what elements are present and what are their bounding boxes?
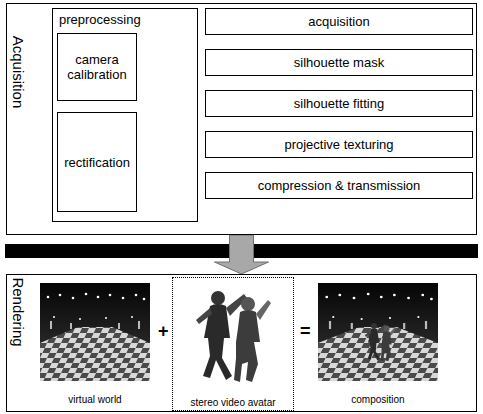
box-label: camera calibration	[62, 52, 132, 82]
process-box: acquisition	[205, 8, 473, 35]
group-panel: Acquisition preprocessing camera calibrati…	[6, 3, 477, 235]
process-box: compression & transmission	[205, 172, 473, 199]
image-caption: virtual world	[40, 394, 150, 405]
image-panel: composition	[318, 283, 438, 407]
box-label: projective texturing	[284, 137, 393, 152]
box-label: rectification	[64, 155, 130, 170]
group-label: preprocessing	[53, 9, 197, 27]
panel-label: Rendering	[10, 277, 27, 346]
operator-sign: +	[158, 322, 169, 340]
process-box: projective texturing	[205, 131, 473, 158]
group-box: preprocessing camera calibration rectifica…	[52, 8, 198, 222]
box-label: silhouette mask	[294, 55, 384, 70]
image-caption: composition	[318, 394, 438, 405]
process-box: silhouette mask	[205, 49, 473, 76]
box-label: compression & transmission	[258, 178, 421, 193]
process-box: rectification	[57, 112, 137, 212]
panel-label: Acquisition	[10, 36, 27, 109]
group-panel: Rendering virtual world stereo video avata…	[6, 274, 477, 412]
box-label: acquisition	[308, 14, 369, 29]
operator-sign: =	[300, 322, 311, 340]
process-box: camera calibration	[57, 33, 137, 101]
box-label: silhouette fitting	[294, 96, 384, 111]
process-box: silhouette fitting	[205, 90, 473, 117]
image-panel: stereo video avatar	[172, 277, 294, 411]
image-caption: stereo video avatar	[173, 397, 293, 408]
block-arrow	[215, 235, 269, 274]
image-panel: virtual world	[40, 283, 150, 407]
